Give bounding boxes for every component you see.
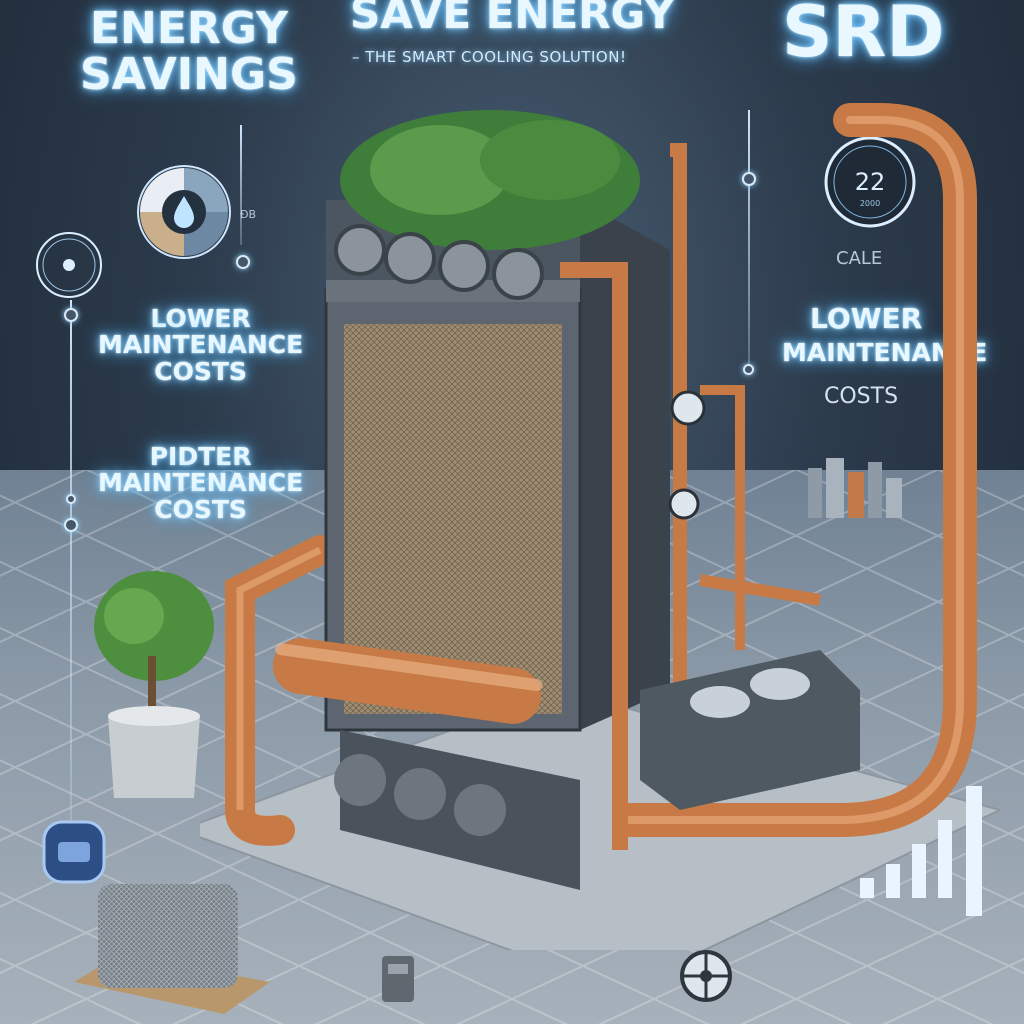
indicator-dot — [64, 308, 78, 322]
device-icon — [382, 956, 414, 1002]
indicator-dot — [742, 172, 756, 186]
dial-value: 22 — [855, 168, 886, 196]
dial-icon: 22 2000 — [824, 136, 916, 228]
dial-subvalue: 2000 — [860, 199, 880, 208]
indicator-dot — [66, 494, 76, 504]
connector-line-left-a — [240, 125, 242, 245]
filter-icon — [74, 884, 270, 1014]
bar-chart-icon — [860, 786, 982, 916]
mini-plant-icon — [808, 458, 902, 518]
brand-srd: SRD — [782, 0, 945, 73]
connector-line-right-a — [748, 110, 750, 370]
cooling-unit — [200, 103, 1000, 950]
right-lower: LOWER — [810, 302, 923, 335]
wheel-icon — [680, 950, 732, 1002]
indicator-dot — [236, 255, 250, 269]
badge-icon — [42, 820, 106, 884]
lower-maintenance-costs-left: LOWER MAINTENANCE COSTS — [98, 304, 304, 386]
indicator-dot — [64, 518, 78, 532]
heading-energy-savings: ENERGY SAVINGS — [80, 3, 298, 101]
pidter-maintenance-costs: PIDTER MAINTENANCE COSTS — [98, 442, 304, 524]
fan-row — [334, 224, 544, 300]
subheading-smart-cooling: – THE SMART COOLING SOLUTION! — [352, 48, 627, 66]
tree-icon — [94, 571, 214, 798]
gauge-icon — [137, 165, 231, 259]
water-drop-icon — [174, 196, 194, 228]
cale-label: CALE — [836, 248, 883, 269]
fan-icon — [36, 232, 102, 298]
connector-line-left-b — [70, 300, 72, 820]
indicator-dot — [743, 364, 754, 375]
right-costs: COSTS — [824, 384, 899, 409]
heading-save-energy: SAVE ENERGY — [350, 0, 675, 38]
small-label: ĐB — [240, 208, 257, 221]
